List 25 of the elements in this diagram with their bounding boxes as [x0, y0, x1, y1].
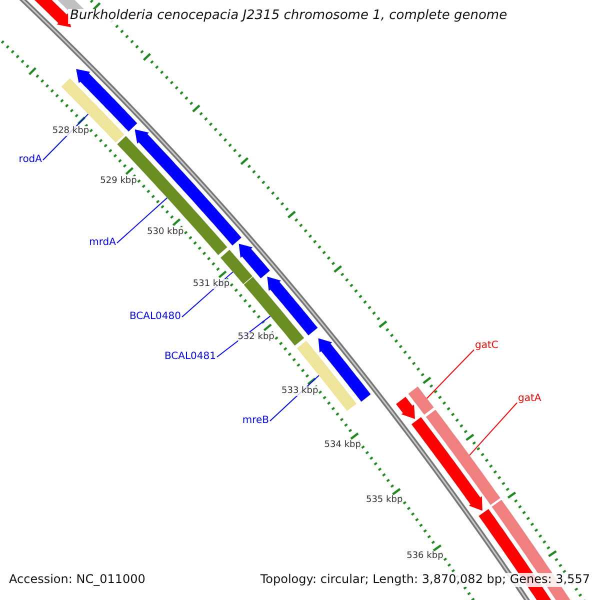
gene-label: mreB	[242, 415, 269, 427]
gene-bar	[426, 410, 500, 505]
leader-line	[468, 402, 518, 456]
gene-label: gatC	[475, 340, 498, 352]
gene-bar	[297, 340, 356, 411]
gene-label: gatA	[518, 393, 542, 405]
position-label: 533 kbp	[282, 386, 318, 396]
gene-label: mrdA	[89, 237, 116, 249]
position-label: 536 kbp	[406, 551, 444, 562]
position-label: 532 kbp	[238, 332, 274, 342]
position-label: 535 kbp	[366, 495, 403, 506]
position-label: 531 kbp	[192, 279, 230, 290]
position-label: 529 kbp	[100, 176, 137, 186]
gene-bar	[117, 136, 228, 256]
gene-label: rodA	[18, 154, 42, 166]
position-label: 528 kbp	[52, 126, 90, 136]
leader-line	[426, 349, 474, 399]
position-label: 530 kbp	[147, 227, 184, 238]
gene-label: BCAL0480	[129, 311, 181, 323]
position-label: 534 kbp	[324, 440, 361, 450]
genome-summary-text: Topology: circular; Length: 3,870,082 bp; Genes: 3,557	[258, 573, 592, 587]
gene-label: BCAL0481	[164, 351, 216, 363]
gene-bar	[408, 386, 434, 415]
accession-text: Accession: NC_011000	[7, 573, 148, 587]
title: Burkholderia cenocepacia J2315 chromosome 1, complete genome	[68, 9, 510, 24]
